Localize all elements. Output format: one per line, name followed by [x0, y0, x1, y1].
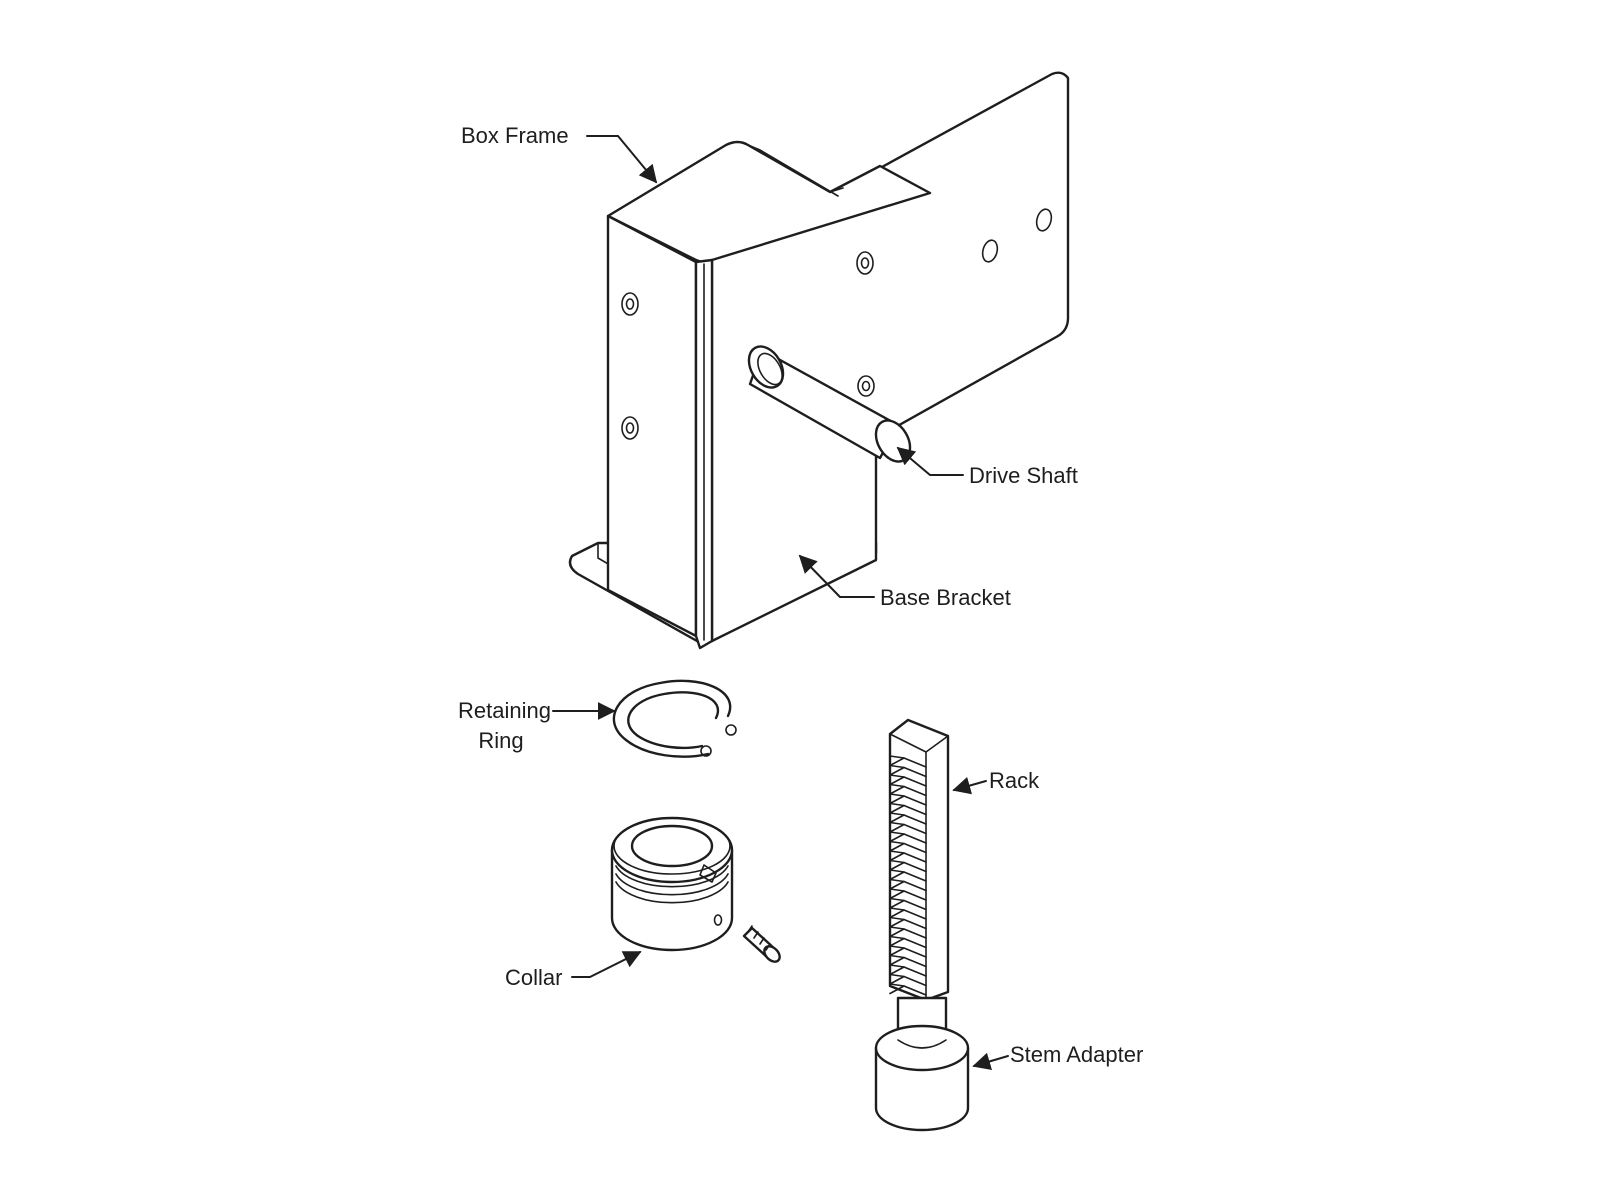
- drive-shaft-leader: [896, 446, 964, 476]
- plate-hole-4: [857, 375, 875, 397]
- rack-leader: [952, 776, 987, 795]
- label-box-frame: Box Frame: [461, 123, 569, 148]
- rack-tooth-edge: [903, 947, 927, 958]
- plate-hole-1: [856, 251, 874, 275]
- rack-tooth-edge: [903, 814, 927, 825]
- label-retaining-ring-line1: Retaining: [458, 698, 551, 723]
- rack-teeth: [889, 755, 927, 996]
- label-base-bracket: Base Bracket: [880, 585, 1011, 610]
- rack-tooth-edge: [903, 776, 927, 787]
- rack-tooth-edge: [903, 956, 927, 968]
- rack: [888, 718, 950, 1002]
- base-bracket-leader: [798, 554, 875, 598]
- rack-tooth-edge: [903, 899, 927, 911]
- box-frame-assembly: [568, 71, 1070, 650]
- rack-tooth-edge: [903, 928, 927, 939]
- side-hole-lower: [621, 416, 639, 440]
- rack-tooth-edge: [903, 842, 927, 854]
- rack-tooth-edge: [903, 909, 927, 920]
- plate-hole-2: [981, 239, 999, 263]
- label-stem-adapter: Stem Adapter: [1010, 1042, 1143, 1067]
- rack-tooth-edge: [903, 871, 927, 882]
- stem-adapter-leader: [972, 1052, 1009, 1071]
- stem-adapter: [874, 996, 970, 1132]
- retaining-ring: [612, 679, 737, 758]
- rack-tooth-edge: [903, 975, 927, 987]
- rack-tooth-edge: [903, 861, 927, 873]
- rack-tooth-edge: [903, 804, 927, 816]
- collar-leader: [571, 951, 642, 978]
- box-frame-leader: [586, 135, 658, 184]
- label-rack: Rack: [989, 768, 1040, 793]
- rack-tooth-edge: [903, 852, 927, 863]
- rack-tooth-edge: [903, 766, 927, 778]
- rack-tooth-edge: [903, 890, 927, 901]
- rack-tooth-edge: [903, 918, 927, 930]
- label-retaining-ring-line2: Ring: [478, 728, 523, 753]
- rack-tooth-edge: [903, 757, 927, 768]
- drive-shaft: [747, 345, 912, 463]
- set-screw: [742, 925, 781, 963]
- plate-hole-3: [1035, 208, 1053, 232]
- label-collar: Collar: [505, 965, 562, 990]
- rack-tooth-edge: [903, 795, 927, 806]
- rack-tooth-edge: [903, 880, 927, 892]
- rack-tooth-edge: [903, 985, 927, 996]
- box-frame-side: [606, 214, 698, 638]
- rack-tooth-edge: [903, 937, 927, 949]
- rack-tooth-edge: [903, 966, 927, 977]
- side-hole-upper: [621, 292, 639, 316]
- collar: [610, 816, 734, 952]
- rack-tooth-edge: [903, 823, 927, 835]
- rack-tooth-edge: [903, 833, 927, 844]
- label-drive-shaft: Drive Shaft: [969, 463, 1078, 488]
- rack-tooth-edge: [903, 785, 927, 797]
